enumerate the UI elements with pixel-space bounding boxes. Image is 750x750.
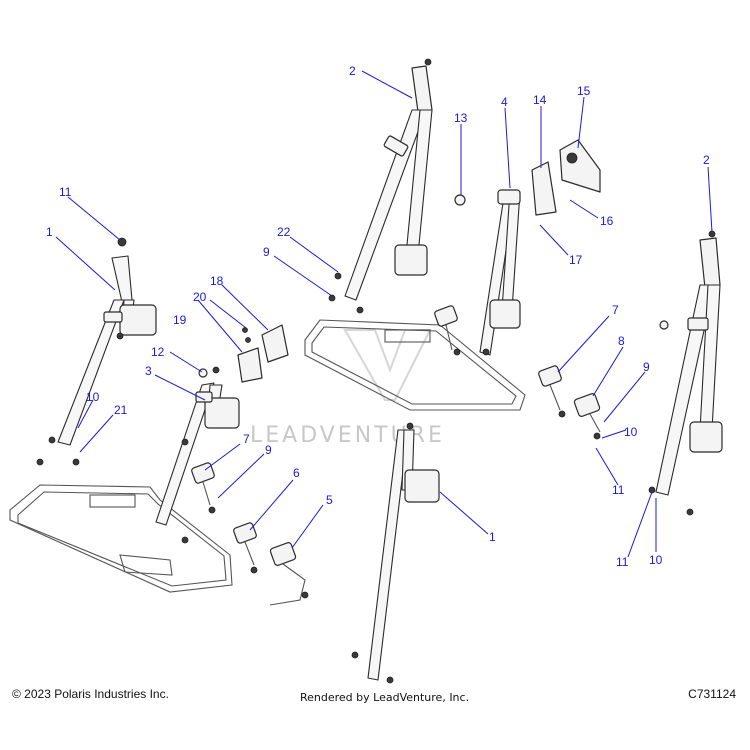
callout-c22: 13 (454, 111, 468, 125)
center-seat-belt (328, 58, 433, 314)
copyright-text: © 2023 Polaris Industries Inc. (12, 687, 169, 701)
callout-c28: 19 (173, 313, 187, 327)
callout-c16: 10 (624, 425, 638, 439)
callout-c7: 5 (326, 493, 333, 507)
callout-c17: 10 (649, 553, 663, 567)
callout-c31: 22 (277, 225, 291, 239)
diagram-code: C731124 (688, 687, 736, 701)
callout-c12: 9 (263, 245, 270, 259)
callout-c19: 11 (612, 483, 625, 497)
callout-c15: 10 (86, 390, 100, 404)
callout-c3: 2 (349, 64, 356, 78)
left-seat-frame (9, 484, 233, 593)
rendered-by-text: Rendered by LeadVenture, Inc. (300, 691, 470, 704)
callout-leaders (55, 70, 713, 558)
callout-c21: 12 (151, 345, 165, 359)
callout-c24: 15 (577, 84, 591, 98)
callouts: 1 1 2 2 3 4 5 6 7 7 8 9 9 9 10 10 10 11 … (46, 64, 710, 569)
right-seat-belt (648, 230, 723, 516)
callout-c14: 9 (643, 360, 650, 374)
left-outer-seat-belt (36, 237, 157, 466)
callout-c20: 11 (616, 555, 629, 569)
callout-c26: 17 (569, 253, 583, 267)
callout-c2: 1 (489, 530, 496, 544)
watermark-text: LEADVENTURE (250, 423, 445, 448)
callout-c1: 1 (46, 225, 53, 239)
lower-center-seat-belt (351, 422, 440, 684)
callout-c11: 8 (618, 334, 625, 348)
callout-c4: 2 (703, 153, 710, 167)
callout-c13: 9 (265, 443, 272, 457)
callout-c10: 7 (612, 303, 619, 317)
callout-c8: 6 (293, 466, 300, 480)
right-center-seat-belt (454, 139, 601, 356)
callout-c25: 16 (600, 214, 614, 228)
center-buckles (434, 305, 601, 440)
callout-c18: 11 (59, 185, 72, 199)
trim-covers (198, 324, 289, 383)
callout-c23: 14 (533, 93, 547, 107)
left-center-seat-belt (155, 366, 240, 544)
callout-c29: 20 (193, 290, 207, 304)
callout-c6: 4 (501, 95, 508, 109)
callout-c9: 7 (243, 432, 250, 446)
center-seat-frame (304, 319, 526, 411)
left-buckles (191, 462, 309, 606)
callout-c27: 18 (210, 274, 224, 288)
callout-c30: 21 (114, 403, 128, 417)
callout-c5: 3 (145, 364, 152, 378)
